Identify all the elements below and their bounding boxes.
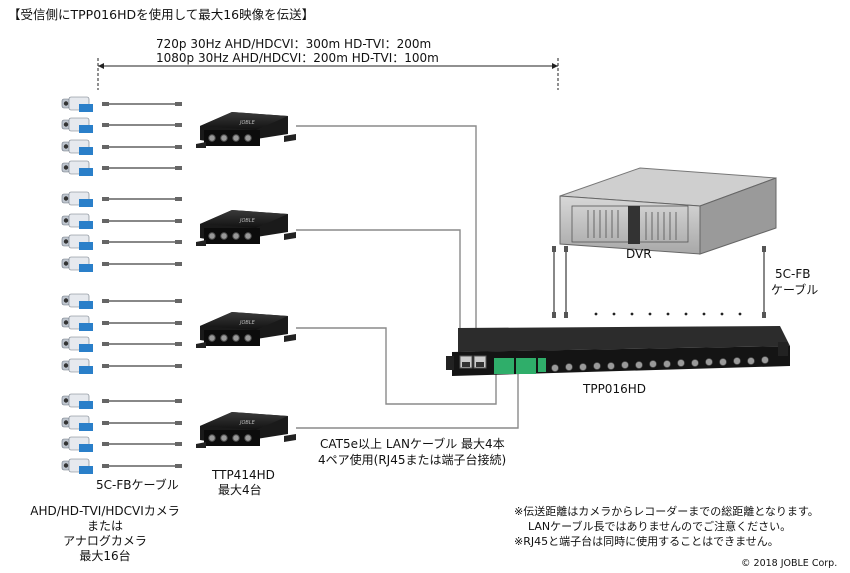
lan-cable-label-1: CAT5e以上 LANケーブル 最大4本	[320, 437, 505, 451]
camera-group-2	[61, 191, 182, 273]
dvr-cables	[552, 246, 766, 318]
page-title: 【受信側にTPP016HDを使用して最大16映像を伝送】	[8, 7, 315, 22]
camera-group-3	[61, 293, 182, 375]
ttp414hd-1	[195, 111, 297, 149]
lan-cables	[296, 125, 519, 429]
note-3: ※RJ45と端子台は同時に使用することはできません。	[514, 535, 779, 548]
distance-dimension	[97, 58, 559, 90]
ttp414hd-3	[195, 311, 297, 349]
camera-group-1	[61, 96, 182, 177]
camera-label-4: 最大16台	[79, 549, 131, 563]
distance-line-1: 720p 30Hz AHD/HDCVI：300m HD-TVI：200m	[156, 37, 432, 51]
copyright: © 2018 JOBLE Corp.	[741, 558, 838, 569]
camera-label-2: または	[86, 519, 123, 533]
dvr-unit	[559, 167, 777, 255]
fb-cable-right-label-2: ケーブル	[771, 283, 819, 297]
ttp414hd-2	[195, 209, 297, 247]
fb-cable-left-label: 5C-FBケーブル	[96, 478, 179, 492]
lan-cable-label-2: 4ペア使用(RJ45または端子台接続)	[318, 453, 507, 467]
camera-label-3: アナログカメラ	[63, 534, 147, 548]
tpp016hd-label: TPP016HD	[583, 382, 646, 396]
ttp414hd-label-2: 最大4台	[218, 483, 262, 497]
ttp414hd-label-1: TTP414HD	[212, 468, 275, 482]
dvr-label: DVR	[626, 247, 652, 261]
note-2: LANケーブル長ではありませんのでご注意ください。	[528, 520, 792, 533]
ttp414hd-4	[195, 411, 297, 449]
distance-line-2: 1080p 30Hz AHD/HDCVI：200m HD-TVI：100m	[156, 51, 439, 65]
note-1: ※伝送距離はカメラからレコーダーまでの総距離となります。	[514, 505, 819, 518]
fb-cable-right-label-1: 5C-FB	[775, 267, 811, 281]
camera-label-1: AHD/HD-TVI/HDCVIカメラ	[30, 504, 180, 518]
tpp016hd-unit	[446, 326, 790, 376]
cable-dots	[594, 312, 742, 316]
camera-group-4	[61, 393, 182, 475]
